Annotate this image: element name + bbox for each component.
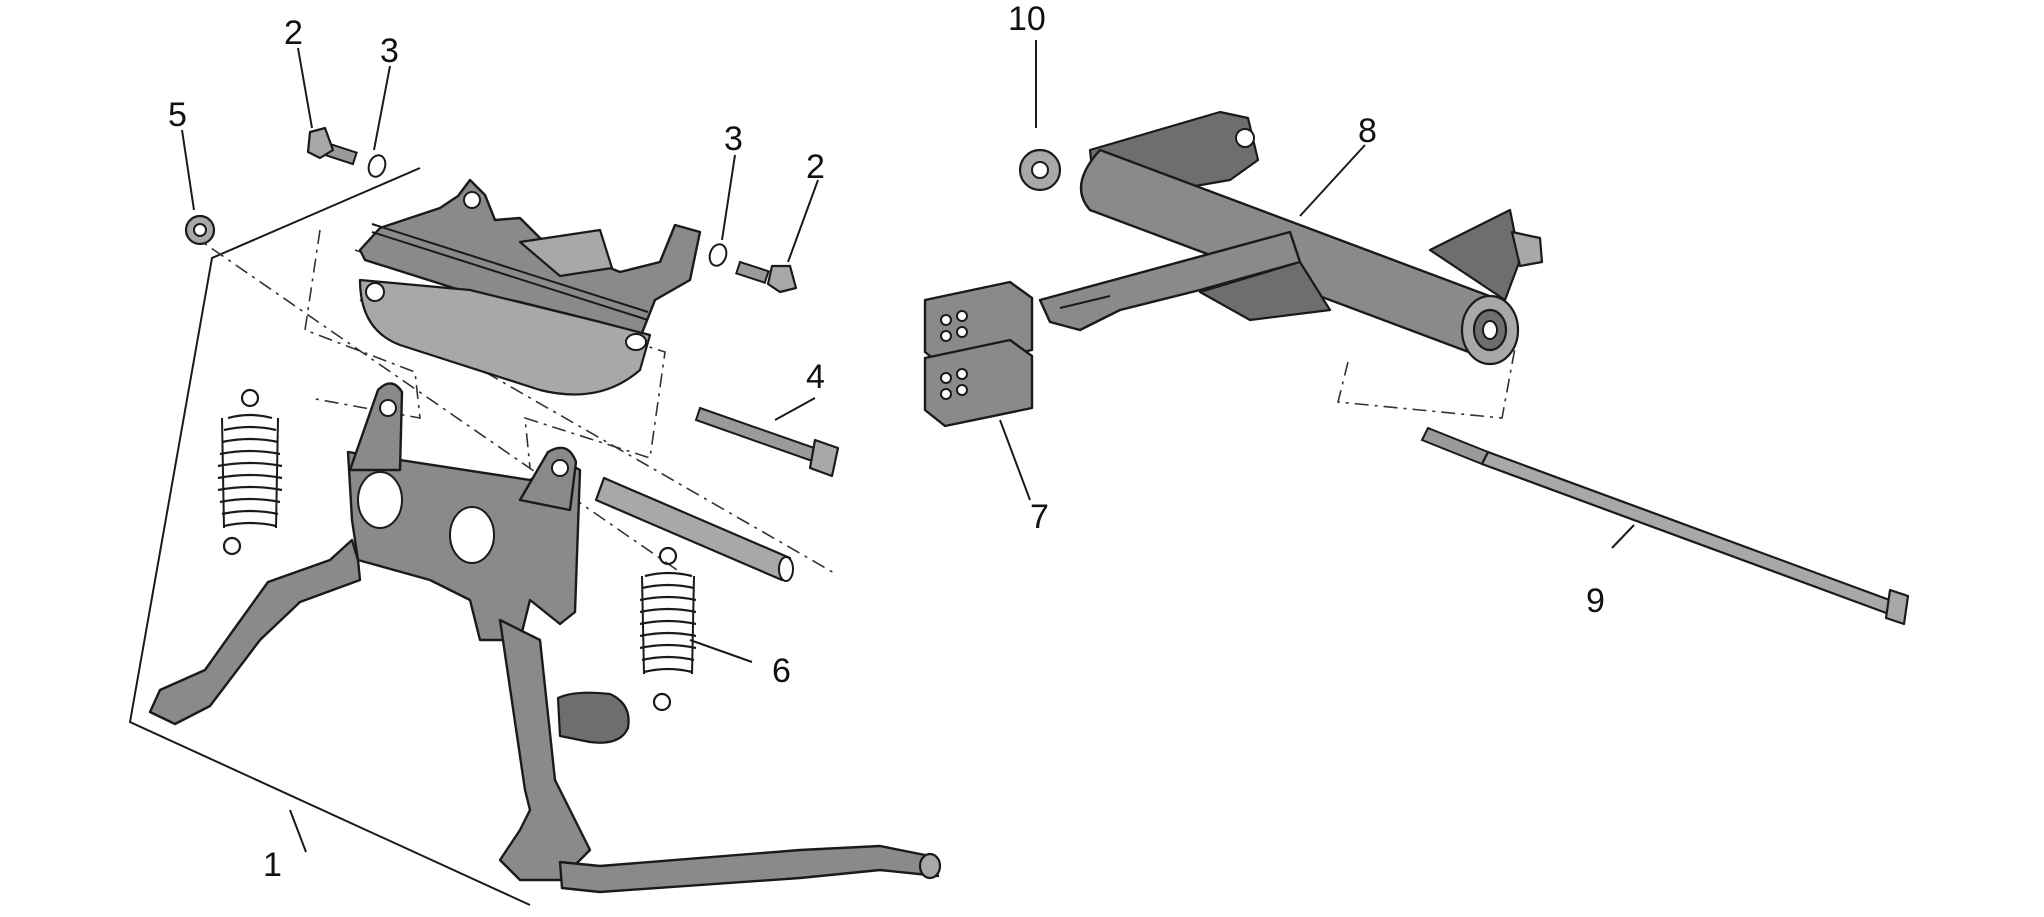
return-spring-part-6 (639, 546, 697, 712)
cross-member-part-8 (1038, 110, 1544, 366)
callout-2a: 2 (284, 14, 303, 52)
nut-part-5 (184, 214, 216, 246)
callout-2b: 2 (806, 148, 825, 186)
pivot-pin (594, 476, 794, 582)
callout-labels: 1 2 3 5 3 2 4 6 7 8 9 10 (168, 0, 1605, 884)
callout-5: 5 (168, 96, 187, 134)
callout-3b: 3 (724, 120, 743, 158)
bolt-part-4 (694, 406, 840, 478)
bolt-part-2b (735, 260, 798, 294)
nut-part-10 (1018, 148, 1062, 192)
washer-part-3b (708, 243, 728, 267)
stand-mounting-bracket (358, 178, 702, 396)
callout-8: 8 (1358, 112, 1377, 150)
rubber-block-part-7 (923, 280, 1034, 428)
callout-3a: 3 (380, 32, 399, 70)
washer-part-3a (367, 154, 387, 178)
callout-6: 6 (772, 652, 791, 690)
assembly-boundary-lines (128, 167, 681, 906)
callout-10: 10 (1008, 0, 1046, 38)
bolt-part-2a (306, 126, 358, 166)
left-return-spring (217, 388, 283, 556)
callout-1: 1 (263, 846, 282, 884)
callout-9: 9 (1586, 582, 1605, 620)
long-bolt-part-9 (1420, 426, 1910, 626)
callout-7: 7 (1030, 498, 1049, 536)
center-stand-part-1 (148, 382, 942, 894)
callout-4: 4 (806, 358, 825, 396)
callout-leaders (181, 40, 1635, 853)
